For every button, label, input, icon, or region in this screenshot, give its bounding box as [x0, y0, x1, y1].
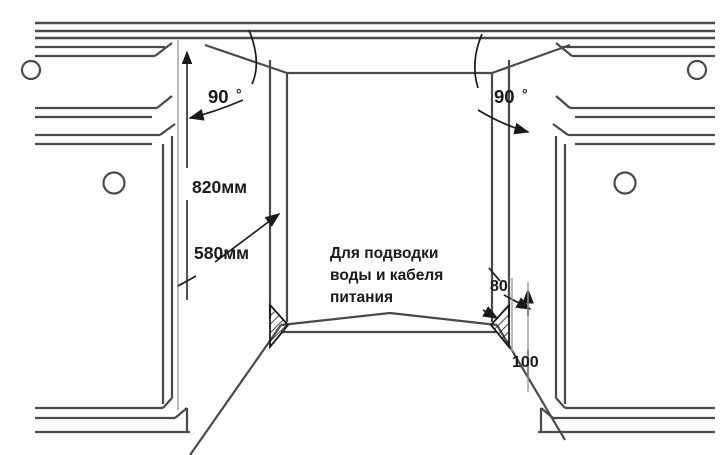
niche-floor: [280, 311, 498, 334]
right-cabinet: [538, 42, 715, 434]
height-label-820: 820мм: [192, 177, 247, 197]
angle-degree-left: °: [236, 86, 242, 102]
left-cabinet: [20, 42, 190, 434]
leader-580: [177, 212, 281, 287]
angle-degree-right: °: [522, 86, 528, 102]
depth-label-580: 580мм: [194, 243, 249, 263]
leader-90-left: [188, 29, 258, 121]
leader-90-right: [473, 33, 530, 135]
gap-label-100: 100: [512, 354, 539, 371]
hatch-block-left: [269, 302, 290, 350]
angle-label-right: 90: [494, 86, 515, 107]
dimension-80: [482, 267, 532, 319]
niche-back-wall: [204, 43, 571, 322]
countertop-top-lines: [35, 21, 715, 40]
note-line-2: воды и кабеля: [330, 267, 443, 284]
note-line-3: питания: [330, 289, 393, 306]
gap-label-80: 80: [490, 278, 508, 295]
floor-diagonal-left: [189, 324, 282, 455]
niche-side-walls: [268, 60, 511, 318]
note-block: Для подводки воды и кабеля питания: [330, 245, 443, 306]
note-line-1: Для подводки: [330, 245, 438, 262]
angle-label-left: 90: [208, 86, 229, 107]
hatch-block-right: [489, 302, 510, 350]
